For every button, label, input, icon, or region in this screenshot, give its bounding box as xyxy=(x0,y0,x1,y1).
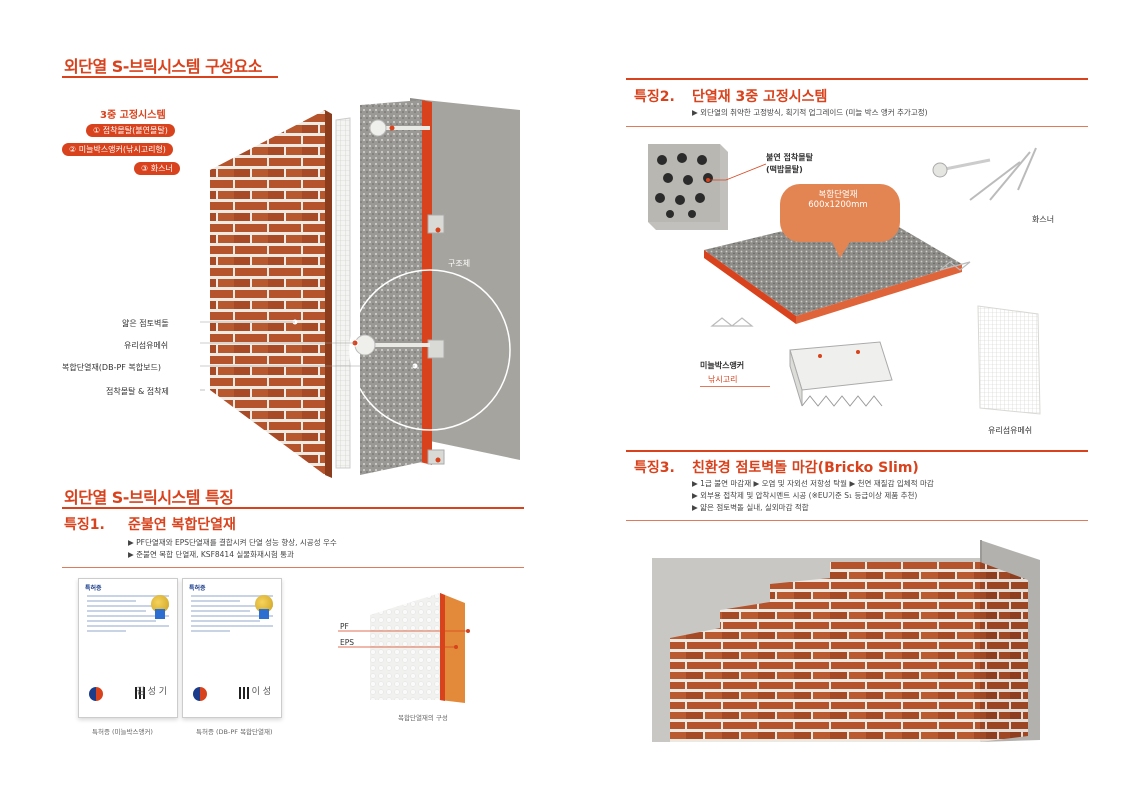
structure-label: 구조체 xyxy=(448,259,471,268)
section2-title: 외단열 S-브릭시스템 특징 xyxy=(64,488,234,507)
mortar-label-2: (떡밥몰탈) xyxy=(766,165,803,174)
section1-title: 외단열 S-브릭시스템 구성요소 xyxy=(64,57,262,76)
layer-label-mortar: 접착몰탈 & 접착제 xyxy=(106,387,169,396)
feature2-number: 특징2. xyxy=(634,89,675,105)
cert-caption-2: 특허증 (DB-PF 복합단열재) xyxy=(196,728,273,736)
section1-underline xyxy=(62,76,278,78)
mesh-label: 유리섬유메쉬 xyxy=(988,426,1033,435)
feature2-bullet-1: ▶ 외단열의 취약한 고정방식, 획기적 업그레이드 (미늘 박스 앵커 추가고… xyxy=(692,108,928,117)
composite-caption: 복합단열재의 구성 xyxy=(398,714,448,722)
layer-label-insulation: 복합단열재(DB-PF 복합보드) xyxy=(62,363,161,372)
board-label-2: 600x1200mm xyxy=(808,200,868,210)
emblem-icon xyxy=(193,687,207,701)
anchor-label: 미늘박스앵커 xyxy=(700,361,745,370)
feature3-topline xyxy=(626,450,1088,452)
feature3-number: 특징3. xyxy=(634,460,675,476)
cert-caption-1: 특허증 (미늘박스앵커) xyxy=(92,728,153,736)
layer-label-brick: 얇은 점토벽돌 xyxy=(122,319,169,328)
feature3-bullet-3: ▶ 얇은 점토벽돌 실내, 실외마감 적합 xyxy=(692,503,809,512)
feature1-bullet-1: ▶ PF단열재와 EPS단열재를 결합시켜 단열 성능 향상, 시공성 우수 xyxy=(128,538,337,547)
mortar-block-illustration xyxy=(648,144,728,230)
gold-seal-icon xyxy=(151,595,169,613)
qr-code-icon xyxy=(135,687,147,699)
patent-certificate-anchor: 특허증 김 성 기 xyxy=(78,578,178,718)
gold-seal-icon xyxy=(255,595,273,613)
fix-item-2: ② 미늘박스앵커(낚시고리형) xyxy=(62,143,173,156)
qr-code-icon xyxy=(239,687,251,699)
pf-label: PF xyxy=(340,622,349,631)
feature2-divider xyxy=(626,126,1088,127)
fastener-label: 화스너 xyxy=(1032,215,1055,224)
eps-label: EPS xyxy=(340,638,355,647)
insulation-board-illustration xyxy=(704,184,971,327)
box-anchor-illustration xyxy=(789,341,893,407)
patent-certificate-insulation: 특허증 이 성 xyxy=(182,578,282,718)
composite-insulation-illustration xyxy=(338,593,470,703)
feature1-number: 특징1. xyxy=(64,517,105,533)
mortar-leader-line xyxy=(708,163,767,181)
feature3-bullet-1: ▶ 1급 불연 마감재 ▶ 오염 및 자외선 저항성 탁월 ▶ 천연 재질감 입… xyxy=(692,479,934,488)
glass-fiber-mesh-illustration xyxy=(977,305,1041,415)
feature3-title: 친환경 점토벽돌 마감(Bricko Slim) xyxy=(692,460,919,476)
emblem-icon xyxy=(89,687,103,701)
fastener-illustration xyxy=(932,147,1037,201)
feature3-bullet-2: ▶ 외부용 접착제 및 압착시멘트 시공 (※EU기준 S₁ 등급이상 제품 추… xyxy=(692,491,918,500)
wall-system-illustration xyxy=(200,98,520,478)
hook-leader-line xyxy=(700,386,770,387)
mortar-label-1: 불연 접착몰탈 xyxy=(766,153,813,162)
feature3-divider xyxy=(626,520,1088,521)
feature1-bullet-2: ▶ 준불연 복합 단열재, KSF8414 실물화재시험 통과 xyxy=(128,550,294,559)
layer-label-mesh: 유리섬유메쉬 xyxy=(124,341,169,350)
fix-system-title: 3중 고정시스템 xyxy=(100,110,166,121)
brick-corner-illustration xyxy=(652,540,1040,742)
section2-underline xyxy=(62,507,524,509)
fix-item-3: ③ 화스너 xyxy=(134,162,180,175)
feature2-title: 단열재 3중 고정시스템 xyxy=(692,89,828,105)
feature1-title: 준불연 복합단열재 xyxy=(128,517,236,533)
hook-label: 낚시고리 xyxy=(708,375,738,384)
feature1-divider xyxy=(62,567,524,568)
fix-item-1: ① 접착몰탈(불연몰탈) xyxy=(86,124,175,137)
board-label-1: 복합단열재 xyxy=(818,190,858,200)
feature2-topline xyxy=(626,78,1088,80)
